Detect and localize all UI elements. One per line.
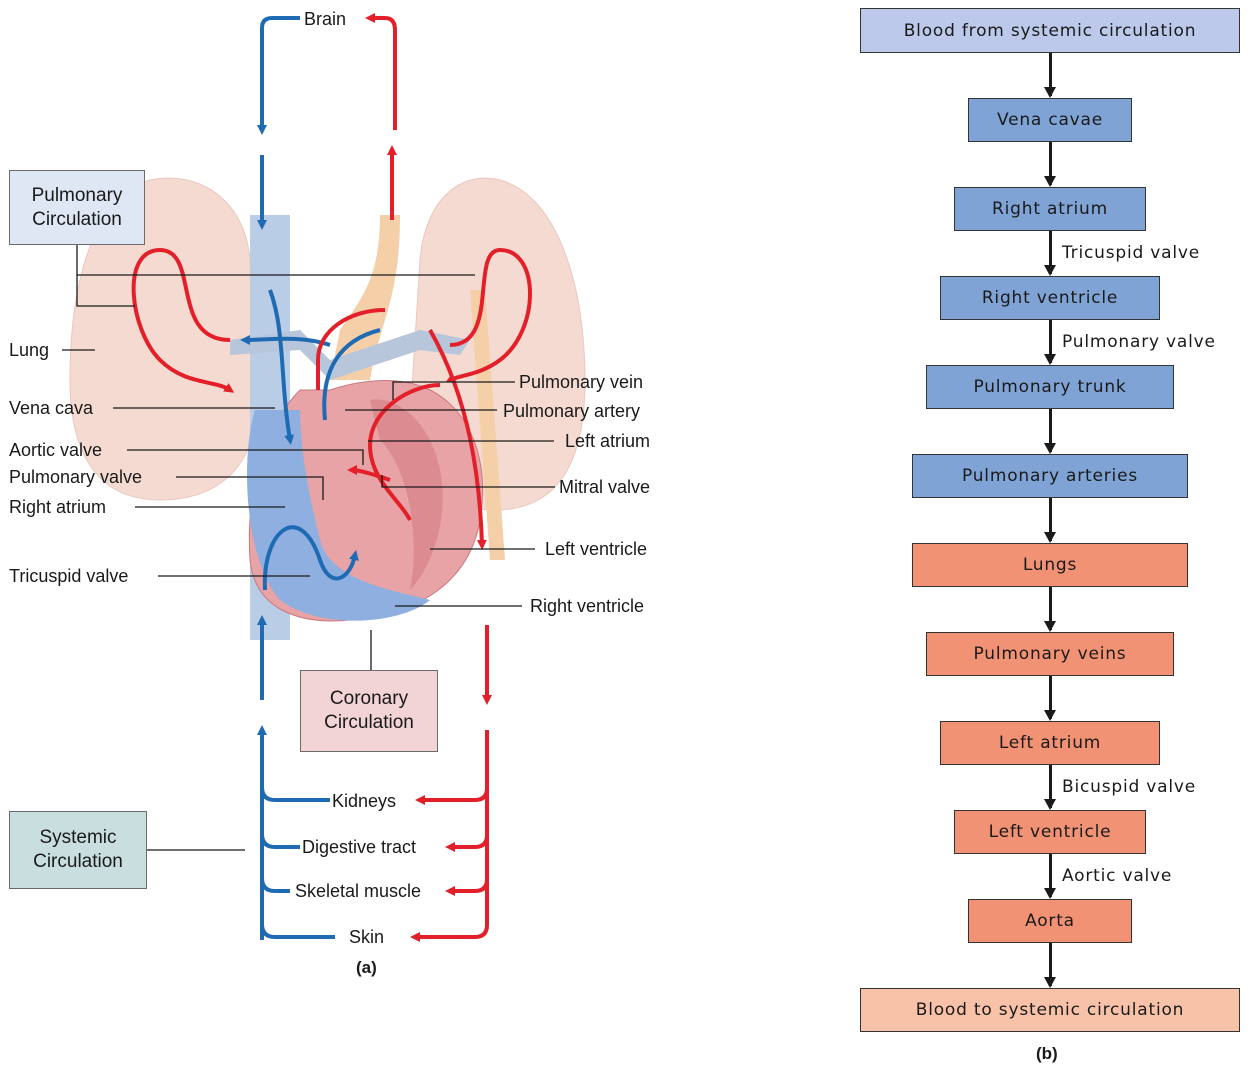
flow-arrow — [1049, 498, 1052, 541]
flow-step-right-ventricle: Right ventricle — [940, 276, 1160, 320]
flow-arrow — [1049, 320, 1052, 363]
label-right-ventricle: Right ventricle — [530, 595, 644, 617]
flow-arrow — [1049, 53, 1052, 96]
flow-step-right-atrium: Right atrium — [954, 187, 1146, 231]
pulmonary-circulation-line2: Circulation — [32, 208, 122, 232]
valve-label-pulmonary: Pulmonary valve — [1062, 332, 1216, 352]
flow-step-pulmonary-arteries: Pulmonary arteries — [912, 454, 1188, 498]
coronary-circulation-line2: Circulation — [324, 711, 414, 735]
label-mitral-valve: Mitral valve — [559, 476, 650, 498]
flow-step-vena-cavae: Vena cavae — [968, 98, 1132, 142]
flow-arrow — [1049, 943, 1052, 986]
flow-arrow — [1049, 676, 1052, 719]
flow-arrow — [1049, 142, 1052, 185]
caption-b: (b) — [1036, 1044, 1058, 1064]
flow-arrow — [1049, 854, 1052, 897]
pulmonary-circulation-line1: Pulmonary — [32, 184, 123, 208]
coronary-circulation-line1: Coronary — [330, 687, 408, 711]
systemic-circulation-line2: Circulation — [33, 850, 123, 874]
flow-arrow — [1049, 587, 1052, 630]
flow-step-blood-to-systemic-circulation: Blood to systemic circulation — [860, 988, 1240, 1032]
heart-illustration — [0, 0, 700, 1070]
caption-a: (a) — [356, 958, 377, 978]
label-digestive-tract: Digestive tract — [302, 836, 416, 858]
label-skin: Skin — [349, 926, 384, 948]
valve-label-tricuspid: Tricuspid valve — [1062, 243, 1200, 263]
label-pulmonary-vein: Pulmonary vein — [519, 371, 643, 393]
label-lung: Lung — [9, 339, 49, 361]
heart — [247, 381, 483, 621]
label-right-atrium: Right atrium — [9, 496, 106, 518]
label-aortic-valve: Aortic valve — [9, 439, 102, 461]
flow-arrow — [1049, 765, 1052, 808]
pulmonary-circulation-box: Pulmonary Circulation — [9, 170, 145, 245]
systemic-circulation-line1: Systemic — [39, 826, 116, 850]
label-pulmonary-valve: Pulmonary valve — [9, 466, 142, 488]
flow-step-pulmonary-veins: Pulmonary veins — [926, 632, 1174, 676]
systemic-circulation-box: Systemic Circulation — [9, 811, 147, 889]
label-brain: Brain — [304, 8, 346, 30]
flow-step-lungs: Lungs — [912, 543, 1188, 587]
flow-step-aorta: Aorta — [968, 899, 1132, 943]
coronary-circulation-box: Coronary Circulation — [300, 670, 438, 752]
circulation-diagram: Pulmonary Circulation Coronary Circulati… — [0, 0, 700, 1070]
flow-step-left-atrium: Left atrium — [940, 721, 1160, 765]
valve-label-bicuspid: Bicuspid valve — [1062, 777, 1196, 797]
flow-arrow — [1049, 409, 1052, 452]
label-left-atrium: Left atrium — [565, 430, 650, 452]
label-vena-cava: Vena cava — [9, 397, 93, 419]
label-kidneys: Kidneys — [332, 790, 396, 812]
label-tricuspid-valve: Tricuspid valve — [9, 565, 128, 587]
flow-step-blood-from-systemic-circulation: Blood from systemic circulation — [860, 8, 1240, 53]
label-skeletal-muscle: Skeletal muscle — [295, 880, 421, 902]
label-pulmonary-artery: Pulmonary artery — [503, 400, 640, 422]
flow-step-left-ventricle: Left ventricle — [954, 810, 1146, 854]
flow-step-pulmonary-trunk: Pulmonary trunk — [926, 365, 1174, 409]
flow-arrow — [1049, 231, 1052, 274]
valve-label-aortic: Aortic valve — [1062, 866, 1172, 886]
label-left-ventricle: Left ventricle — [545, 538, 647, 560]
